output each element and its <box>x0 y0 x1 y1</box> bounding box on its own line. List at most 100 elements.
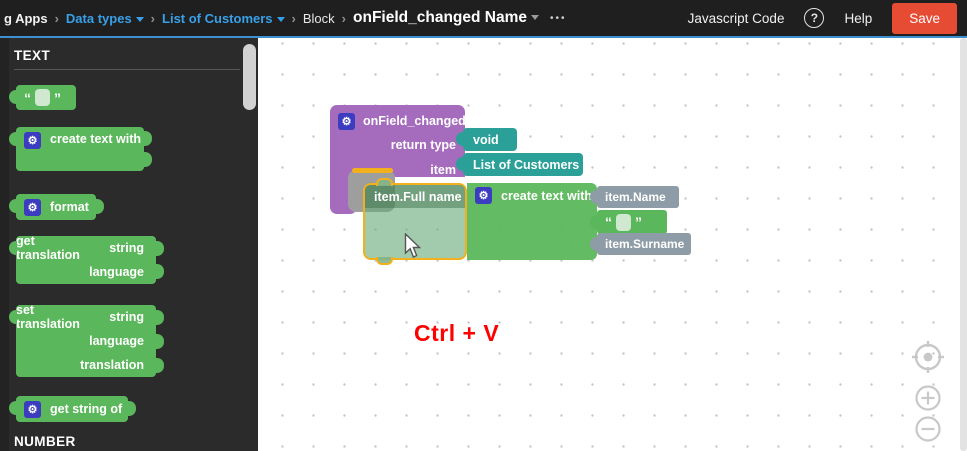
chevron-down-icon <box>135 16 144 22</box>
breadcrumb-block: Block <box>302 10 335 26</box>
get-translation-arg-string: string <box>109 241 144 255</box>
value-socket <box>143 131 152 146</box>
gear-icon[interactable]: ⚙ <box>24 400 41 418</box>
get-translation-label: get translation <box>16 234 80 262</box>
palette-block-format[interactable]: ⚙ format <box>9 194 104 220</box>
chevron-down-icon <box>276 16 285 22</box>
text-input-field <box>35 89 50 106</box>
gear-icon[interactable]: ⚙ <box>24 132 41 149</box>
value-socket <box>155 241 164 256</box>
value-socket <box>95 199 104 214</box>
chevron-down-icon <box>531 15 539 21</box>
help-button[interactable]: Help <box>844 10 873 26</box>
value-socket <box>155 358 164 373</box>
palette-block-text-quote[interactable]: “ ” <box>9 85 76 110</box>
palette-block-create-text-with[interactable]: ⚙ create text with <box>9 127 152 171</box>
connector-tab <box>9 241 17 255</box>
value-socket <box>155 264 164 279</box>
connector-bump-top <box>376 178 393 186</box>
breadcrumb-separator: › <box>150 10 156 26</box>
block-text-quote-value[interactable]: “ ” <box>590 210 667 234</box>
connector-tab <box>456 132 464 146</box>
breadcrumb-separator: › <box>291 10 296 26</box>
value-socket <box>127 401 136 416</box>
text-input-field[interactable] <box>616 213 631 231</box>
connector-tab <box>590 190 598 204</box>
breadcrumb-list-of-customers[interactable]: List of Customers <box>162 11 285 26</box>
mouse-cursor <box>404 232 423 265</box>
topbar-actions: Javascript Code ? Help Save <box>687 2 957 34</box>
block-item-name-value[interactable]: item.Name <box>590 186 679 208</box>
block-void-label: void <box>473 132 499 147</box>
overflow-menu-button[interactable]: ••• <box>550 12 567 24</box>
palette-block-set-translation[interactable]: set translation string language translat… <box>9 303 164 377</box>
block-item-name-label: item.Name <box>605 190 666 204</box>
zoom-out-button[interactable] <box>910 415 946 443</box>
connection-highlight <box>352 168 393 173</box>
block-create-text-with[interactable]: ⚙ create text with <box>467 183 597 260</box>
close-quote-glyph: ” <box>635 214 642 230</box>
palette-block-get-string-of[interactable]: ⚙ get string of <box>9 396 136 422</box>
zoom-in-button[interactable] <box>910 384 946 412</box>
connector-tab <box>9 199 17 213</box>
block-list-of-customers-value[interactable]: List of Customers <box>456 153 583 176</box>
block-onfield-changed[interactable]: ⚙ onField_changed return type item <box>330 105 466 177</box>
palette-block-get-string-of-label: get string of <box>50 402 123 416</box>
breadcrumb-separator: › <box>54 10 59 26</box>
palette-section-text: TEXT <box>14 48 51 63</box>
gear-icon[interactable]: ⚙ <box>475 187 492 204</box>
set-translation-arg-language: language <box>89 334 144 348</box>
set-translation-arg-translation: translation <box>80 358 144 372</box>
breadcrumb-current-block-name-label: onField_changed Name <box>353 9 527 26</box>
top-navigation-bar: g Apps › Data types › List of Customers … <box>0 0 967 36</box>
palette-edge-strip <box>0 38 9 451</box>
center-view-button[interactable] <box>910 340 946 376</box>
set-translation-arg-string: string <box>109 310 144 324</box>
breadcrumb-separator: › <box>341 10 347 26</box>
connector-tab <box>456 157 464 171</box>
topbar-accent-divider <box>0 36 967 38</box>
connector-bump-bottom <box>376 257 393 265</box>
gear-icon[interactable]: ⚙ <box>24 198 41 216</box>
value-socket <box>155 310 164 325</box>
open-quote-glyph: “ <box>24 89 31 106</box>
close-quote-glyph: ” <box>54 89 61 106</box>
palette-scrollbar-thumb[interactable] <box>243 44 256 110</box>
palette-block-create-text-with-label: create text with <box>50 132 142 146</box>
workspace-zoom-controls <box>910 340 946 443</box>
breadcrumb-data-types-label: Data types <box>65 10 132 26</box>
save-button[interactable]: Save <box>892 2 957 34</box>
get-translation-arg-language: language <box>89 265 144 279</box>
help-circle-icon[interactable]: ? <box>804 8 825 28</box>
breadcrumb-list-of-customers-label: List of Customers <box>162 10 273 26</box>
connector-tab <box>590 215 598 229</box>
connector-tab <box>590 237 598 251</box>
block-onfield-changed-title: onField_changed <box>363 114 466 128</box>
palette-block-get-translation[interactable]: get translation string language <box>9 234 164 284</box>
value-socket <box>143 152 152 167</box>
connector-tab <box>9 310 17 324</box>
item-label: item <box>430 162 456 177</box>
connector-tab <box>9 132 17 146</box>
breadcrumb-current-block-name[interactable]: onField_changed Name <box>353 9 539 27</box>
gear-icon[interactable]: ⚙ <box>338 112 355 130</box>
block-item-full-name-label: item.Full name <box>365 185 465 208</box>
breadcrumb-data-types[interactable]: Data types <box>66 11 144 26</box>
breadcrumb-app[interactable]: g Apps <box>4 10 48 26</box>
set-translation-label: set translation <box>16 303 80 331</box>
return-type-label: return type <box>390 137 456 152</box>
block-list-of-customers-label: List of Customers <box>473 157 580 172</box>
block-item-surname-value[interactable]: item.Surname <box>590 233 691 255</box>
block-create-text-with-label: create text with <box>501 188 593 203</box>
connector-tab <box>9 90 17 104</box>
block-palette-flyout: TEXT “ ” ⚙ create text with ⚙ format <box>0 38 258 451</box>
keyboard-shortcut-annotation: Ctrl + V <box>414 320 500 346</box>
javascript-code-button[interactable]: Javascript Code <box>687 10 785 26</box>
palette-block-format-label: format <box>50 200 89 214</box>
connector-tab <box>9 401 17 415</box>
palette-divider <box>14 69 240 70</box>
workspace-vertical-scrollbar[interactable] <box>960 38 967 451</box>
block-void-value[interactable]: void <box>456 128 517 151</box>
block-item-surname-label: item.Surname <box>605 237 685 251</box>
